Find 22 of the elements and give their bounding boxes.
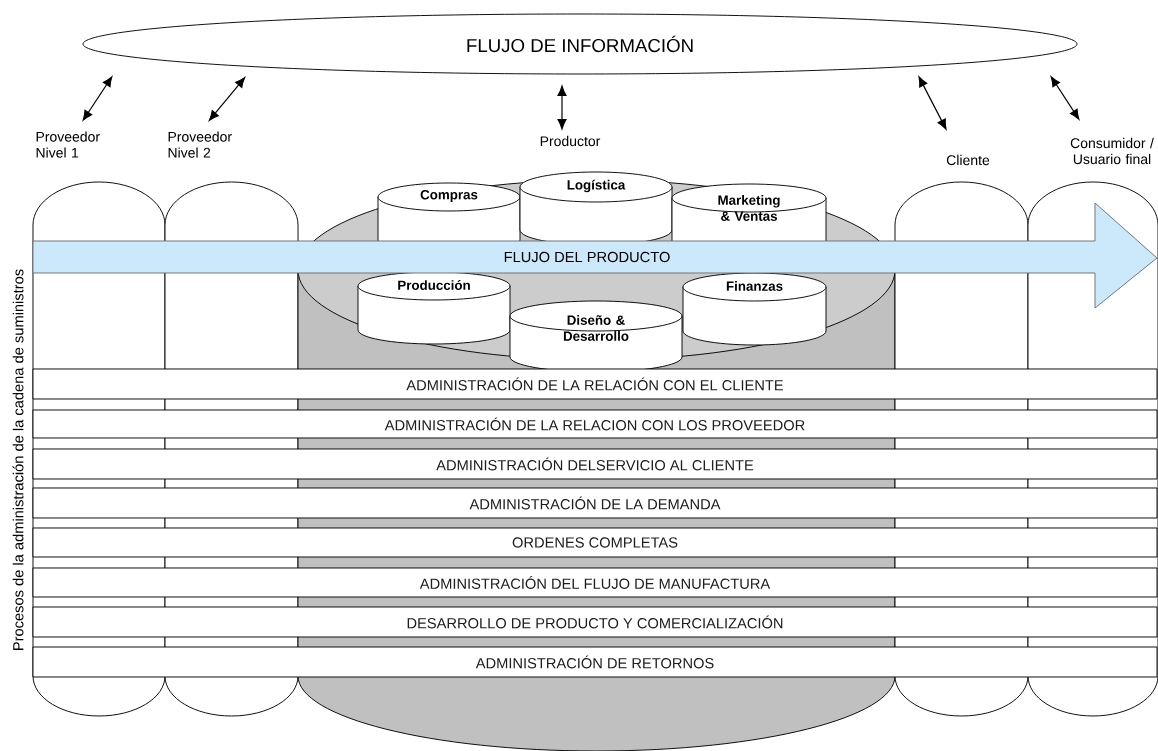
node-label: Proveedor Nivel 1 [36,131,100,158]
process-band: ADMINISTRACIÓN DE LA RELACION CON LOS PROVEEDOR [32,409,1158,439]
double-arrow [82,76,113,121]
process-band: ADMINISTRACIÓN DELSERVICIO AL CLIENTE [32,448,1158,480]
department-cylinder: Diseño & Desarrollo [509,300,683,373]
node-label: Productor [540,135,601,147]
double-arrow [918,76,947,130]
node-label: Cliente [946,154,990,166]
department-cylinder: Logística [519,171,673,246]
vertical-label: Procesos de la administración de la cadena de suministros [12,269,24,650]
node-label: Consumidor / Usuario final [1070,137,1154,165]
double-arrow [1050,76,1080,120]
process-band: ADMINISTRACIÓN DEL FLUJO DE MANUFACTURA [32,567,1158,598]
process-band: DESARROLLO DE PRODUCTO Y COMERCIALIZACIÓN [32,606,1158,638]
process-band: ADMINISTRACIÓN DE LA DEMANDA [32,487,1158,519]
process-band: ORDENES COMPLETAS [32,527,1158,558]
process-band: ADMINISTRACIÓN DE RETORNOS [32,646,1158,678]
double-arrow [557,85,567,130]
double-arrow [208,77,246,121]
node-label: Proveedor Nivel 2 [168,131,232,158]
department-cylinder: Finanzas [682,272,827,346]
department-cylinder: Producción [357,271,511,345]
